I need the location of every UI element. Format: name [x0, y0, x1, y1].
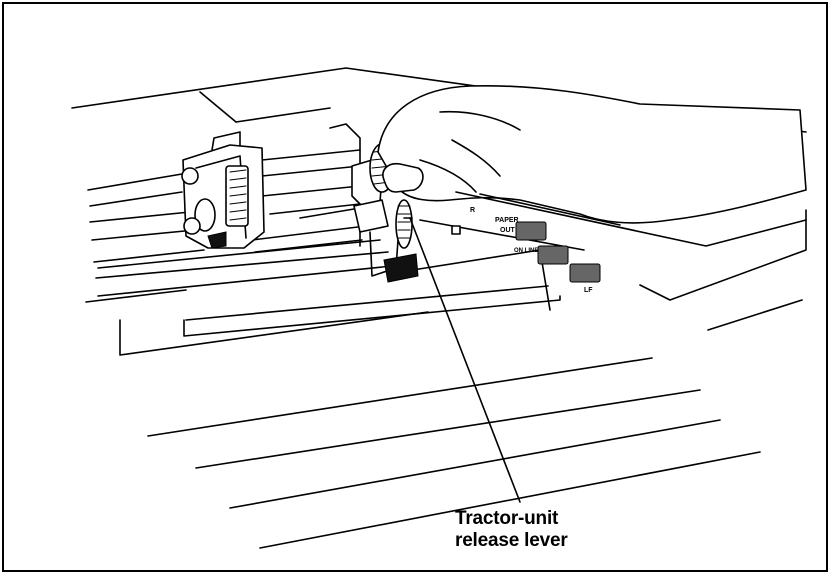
- panel-label-online: ON LINE: [514, 248, 538, 254]
- callout-line-1: Tractor-unit: [455, 508, 559, 529]
- panel-label-lf: LF: [584, 287, 593, 294]
- panel-label-paper: PAPER: [495, 217, 519, 224]
- callout-leader-line: [409, 217, 521, 503]
- right-tractor-unit: [329, 123, 419, 283]
- callout-line-2: release lever: [455, 530, 568, 551]
- callout-label: Tractor-unit release lever: [455, 508, 568, 552]
- control-panel: [419, 191, 807, 283]
- panel-label-out: OUT: [500, 227, 516, 234]
- left-tractor-unit: [181, 131, 265, 249]
- platen-rods: [87, 149, 393, 297]
- hand: [377, 84, 807, 224]
- panel-label-r: R: [470, 207, 475, 214]
